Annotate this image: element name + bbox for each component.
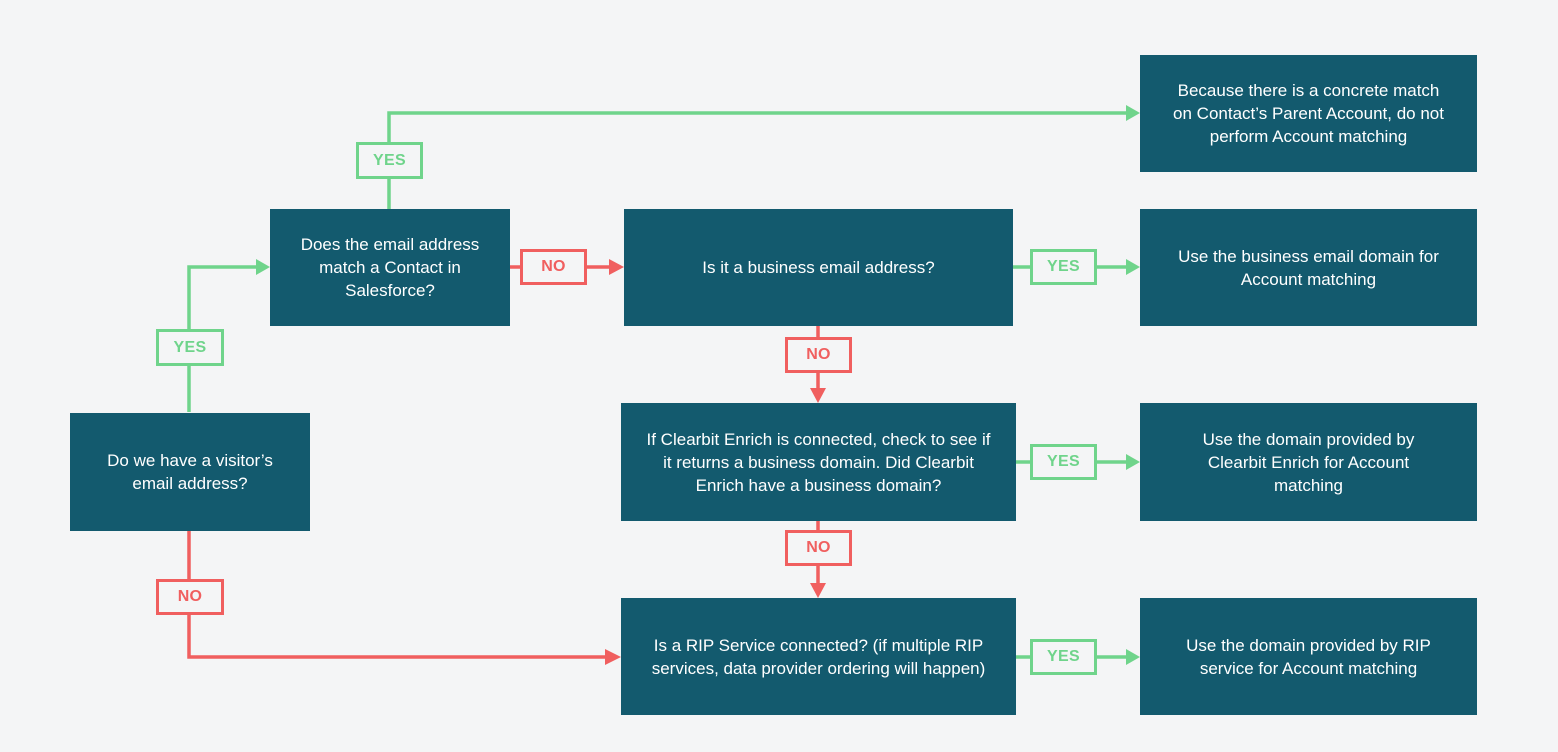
arrowhead [810, 583, 826, 598]
no-label: NO [520, 249, 587, 285]
yes-line-contact-to-concrete [387, 111, 1128, 209]
arrowhead [1126, 259, 1140, 275]
arrowhead [1126, 105, 1140, 121]
no-label: NO [156, 579, 224, 615]
arrowhead [1126, 649, 1140, 665]
business-domain-outcome: Use the business email domain for Accoun… [1140, 209, 1477, 326]
contact-match-question: Does the email address match a Contact i… [270, 209, 510, 326]
arrowhead [256, 259, 270, 275]
arrowhead [605, 649, 621, 665]
yes-label: YES [356, 142, 423, 179]
no-label: NO [785, 337, 852, 373]
rip-domain-outcome: Use the domain provided by RIP service f… [1140, 598, 1477, 715]
arrowhead [609, 259, 624, 275]
business-email-question: Is it a business email address? [624, 209, 1013, 326]
yes-label: YES [1030, 639, 1097, 675]
arrowhead [810, 388, 826, 403]
yes-label: YES [1030, 249, 1097, 285]
no-line-visitor-to-rip [187, 531, 607, 659]
visitor-email-question: Do we have a visitor’s email address? [70, 413, 310, 531]
yes-label: YES [1030, 444, 1097, 480]
clearbit-domain-outcome: Use the domain provided by Clearbit Enri… [1140, 403, 1477, 521]
clearbit-enrich-question: If Clearbit Enrich is connected, check t… [621, 403, 1016, 521]
rip-service-question: Is a RIP Service connected? (if multiple… [621, 598, 1016, 715]
yes-label: YES [156, 329, 224, 366]
concrete-match-outcome: Because there is a concrete match on Con… [1140, 55, 1477, 172]
no-label: NO [785, 530, 852, 566]
arrowhead [1126, 454, 1140, 470]
